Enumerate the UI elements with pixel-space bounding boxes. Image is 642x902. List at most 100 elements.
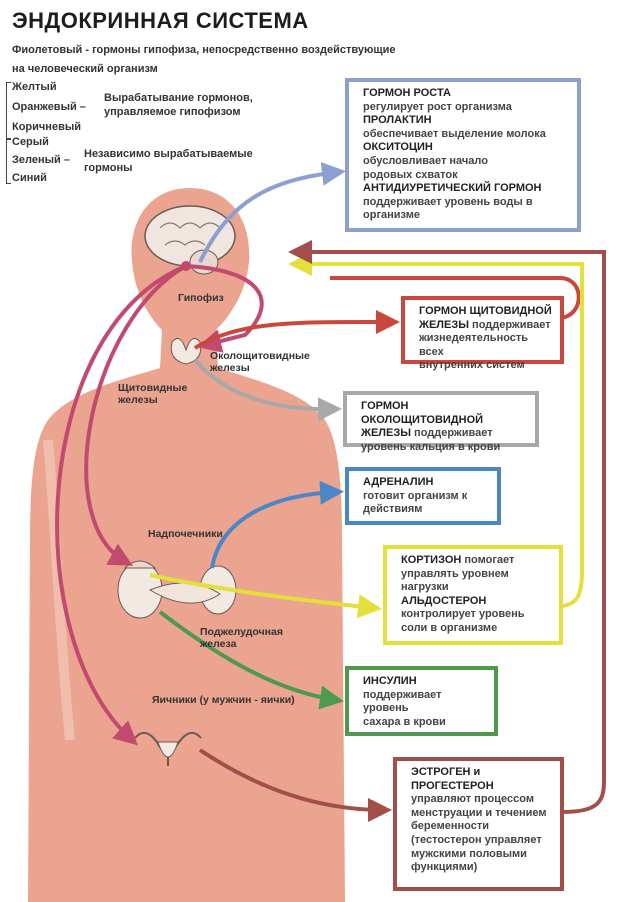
human-body-silhouette [28,188,345,902]
yellow-feedback-arrow [288,252,584,608]
arrow-parathyroid-hormone [193,358,342,422]
hormone-description: менструации и течением [411,806,547,819]
box-line: беременности [411,820,552,834]
box-line: жизнедеятельность всех [419,332,552,359]
box-line: ЭСТРОГЕН и [411,766,552,780]
arrow-pituitary-to-ovaries [55,264,187,746]
hormone-description: родовых схваток [363,168,458,181]
arrow-insulin [158,610,344,710]
label-ovaries: Яичники (у мужчин - яички) [152,694,295,706]
hormone-description: сахара в крови [363,715,446,728]
hormone-description: помогает [461,554,515,566]
label-parathyroid-2: железы [210,362,250,374]
hormone-name: ГОРМОН РОСТА [363,87,451,99]
thyroid-feedback-line [330,276,581,320]
box-line: поддерживает уровень [363,689,486,716]
hormone-description: контролирует уровень [401,608,525,621]
box-line: АНТИДИУРЕТИЧЕСКИЙ ГОРМОН [363,182,569,196]
hormone-name: КОРТИЗОН [401,554,462,566]
label-parathyroid-1: Околощитовидные [210,350,310,362]
box-line: регулирует рост организма [363,101,569,115]
box-line: АЛЬДОСТЕРОН [401,595,551,609]
box-line: функциями) [411,861,552,875]
box-line: ЖЕЛЕЗЫ поддерживает [419,319,552,333]
legend-violet-line2: на человеческий организм [12,63,158,75]
legend-group1-desc2: управляемое гипофизом [104,106,241,118]
hormone-description: организме [363,209,420,222]
box-line: ГОРМОН ОКОЛОЩИТОВИДНОЙ [361,400,527,427]
legend-group2-desc2: гормоны [84,162,133,174]
box-line: обусловливает начало [363,155,569,169]
box-line: уровень кальция в крови [361,441,527,455]
hormone-name: ИНСУЛИН [363,675,417,687]
legend-color-brown: Коричневый [12,121,81,133]
hormone-description: поддерживает [469,318,551,331]
box-line: внутренних систем [419,359,552,373]
hormone-description: мужскими половыми [411,847,527,860]
hormone-description: действиям [363,503,423,516]
box-line: КОРТИЗОН помогает [401,554,551,568]
legend-violet-line1: Фиолетовый - гормоны гипофиза, непосредс… [12,44,396,56]
hormone-description: функциями) [411,861,478,874]
legend-bracket-2 [6,138,11,184]
arrow-pituitary-to-adrenals [84,264,187,566]
hormone-description: регулирует рост организма [363,100,512,113]
box-line: управлять уровнем [401,568,551,582]
hormone-name: ПРОГЕСТЕРОН [411,779,494,792]
box-line: ГОРМОН ЩИТОВИДНОЙ [419,305,552,319]
hormone-name: ГОРМОН ЩИТОВИДНОЙ [419,305,552,317]
arrow-cortisone [149,573,382,619]
hormone-name: ГОРМОН ОКОЛОЩИТОВИДНОЙ [361,400,484,426]
box-line: ПРОГЕСТЕРОН [411,780,552,794]
hormone-description: уровень кальция в крови [361,440,501,453]
arrow-adrenaline [210,480,344,569]
hormone-name: АНТИДИУРЕТИЧЕСКИЙ ГОРМОН [363,182,542,195]
legend-color-gray: Серый [12,136,49,148]
hormone-description: обеспечивает выделение молока [363,127,546,140]
hormone-description: жизнедеятельность всех [419,332,529,358]
hormone-description: управлять уровнем [401,567,509,580]
box-line: ГОРМОН РОСТА [363,87,569,101]
label-pancreas-2: железа [200,638,237,650]
hormone-name: ЭСТРОГЕН и [411,766,481,778]
box-line: (тестостерон управляет [411,834,552,848]
hormone-description: соли в организме [401,621,498,634]
hormone-name: АДРЕНАЛИН [363,476,434,488]
page-title: ЭНДОКРИННАЯ СИСТЕМА [12,8,309,33]
box-line: поддерживает уровень воды в [363,196,569,210]
hormone-description: поддерживает [411,427,493,440]
arrow-estrogen [198,748,392,822]
hormone-name: АЛЬДОСТЕРОН [401,594,487,607]
box-line: нагрузки [401,581,551,595]
box-line: мужскими половыми [411,848,552,862]
hormone-description: (тестостерон управляет [411,833,542,846]
brain-icon [144,205,236,267]
box-line: ОКСИТОЦИН [363,141,569,155]
label-thyroid-1: Щитовидные [118,382,188,394]
hormone-description: обусловливает начало [363,154,488,167]
uterus-icon [157,741,179,758]
legend-color-yellow: Желтый [12,81,57,93]
legend-bracket-1 [6,82,11,140]
hormone-description: беременности [411,820,489,833]
brain-folds [159,222,221,246]
box-line: ЖЕЛЕЗЫ поддерживает [361,427,527,441]
hormone-description: поддерживает уровень [363,688,442,715]
label-pancreas-1: Поджелудочная [200,626,283,638]
box-line: ПРОЛАКТИН [363,114,569,128]
legend-group2-desc1: Независимо вырабатываемые [84,148,253,160]
box-line: сахара в крови [363,716,486,730]
label-thyroid-2: железы [118,394,158,406]
box-line: управляют процессом [411,793,552,807]
hormone-description: внутренних систем [419,359,525,372]
arrow-thyroid-hormone [193,309,400,350]
